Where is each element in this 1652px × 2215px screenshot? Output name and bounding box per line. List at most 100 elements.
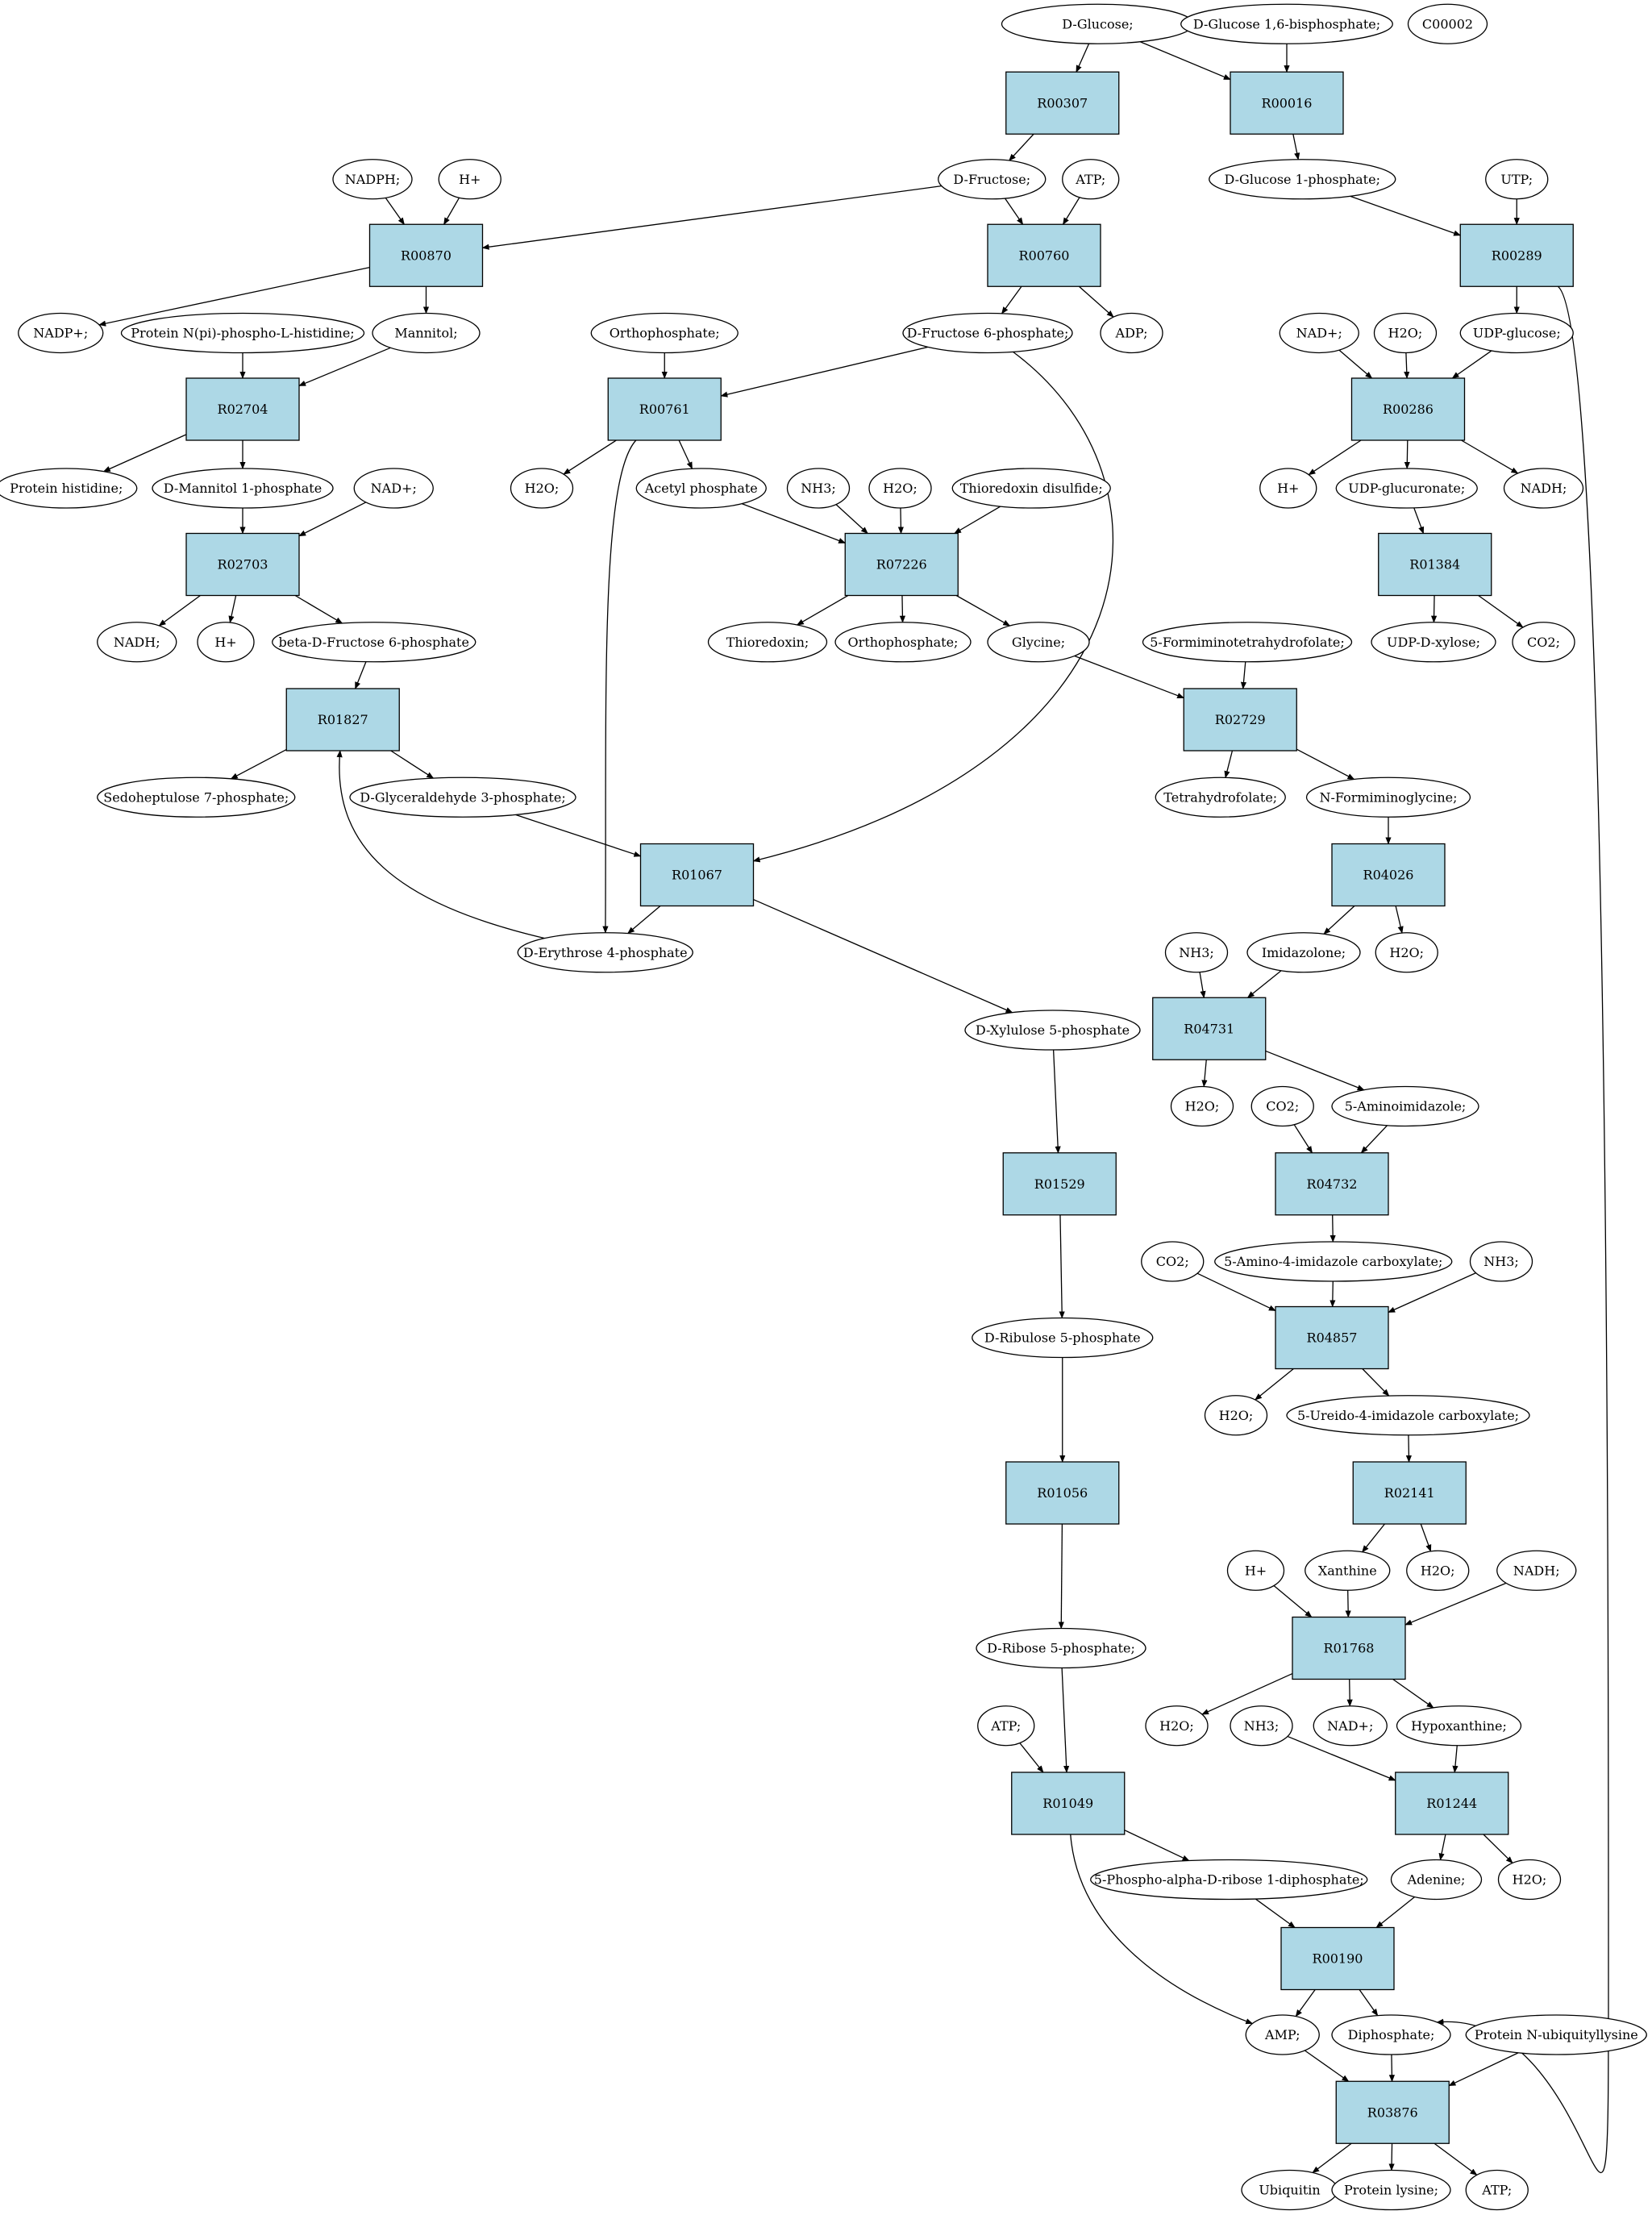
reaction-r04857[interactable]: R04857 [1275, 1305, 1389, 1370]
compound-ubiquitin[interactable]: Ubiquitin [1241, 2169, 1338, 2211]
compound-sedoheptulose-7p[interactable]: Sedoheptulose 7-phosphate; [97, 776, 296, 818]
compound-co2-1[interactable]: CO2; [1512, 622, 1575, 663]
compound-co2-3[interactable]: CO2; [1141, 1241, 1205, 1282]
compound-h2o-8[interactable]: H2O; [1145, 1705, 1209, 1747]
compound-h-plus-3[interactable]: H+ [197, 622, 255, 663]
reaction-r01056[interactable]: R01056 [1005, 1461, 1120, 1525]
compound-udp-glucuronate[interactable]: UDP-glucuronate; [1335, 468, 1478, 509]
reaction-r07226[interactable]: R07226 [844, 532, 959, 597]
compound-nh3-2[interactable]: NH3; [1164, 932, 1229, 973]
compound-nad-plus-2[interactable]: NAD+; [353, 468, 434, 509]
compound-amino-imidazole-carboxylate[interactable]: 5-Amino-4-imidazole carboxylate; [1214, 1241, 1453, 1282]
compound-nad-plus-1[interactable]: NAD+; [1279, 312, 1359, 354]
compound-nadh-3[interactable]: NADH; [1496, 1550, 1577, 1591]
reaction-r04731[interactable]: R04731 [1152, 997, 1267, 1060]
compound-mannitol[interactable]: Mannitol; [372, 312, 481, 354]
reaction-r01384[interactable]: R01384 [1378, 532, 1492, 597]
reaction-r01049[interactable]: R01049 [1011, 1772, 1126, 1835]
reaction-r00016[interactable]: R00016 [1230, 71, 1344, 135]
reaction-r01768[interactable]: R01768 [1292, 1616, 1406, 1680]
compound-n-formiminoglycine[interactable]: N-Formiminoglycine; [1305, 776, 1471, 818]
compound-beta-d-fructose-6p[interactable]: beta-D-Fructose 6-phosphate [272, 622, 476, 663]
reaction-r00760[interactable]: R00760 [987, 223, 1101, 287]
compound-h-plus-1[interactable]: H+ [438, 159, 501, 200]
compound-d-fructose[interactable]: D-Fructose; [938, 159, 1047, 200]
compound-h2o-5[interactable]: H2O; [1170, 1085, 1234, 1127]
reaction-r02703[interactable]: R02703 [185, 532, 300, 597]
compound-nh3-3[interactable]: NH3; [1469, 1241, 1533, 1282]
compound-protein-lysine[interactable]: Protein lysine; [1331, 2169, 1451, 2211]
reaction-r00286[interactable]: R00286 [1350, 377, 1466, 441]
compound-atp-1[interactable]: ATP; [1062, 159, 1120, 200]
compound-nadph[interactable]: NADPH; [332, 159, 413, 200]
compound-co2-2[interactable]: CO2; [1250, 1085, 1314, 1127]
compound-glycine[interactable]: Glycine; [987, 622, 1090, 663]
compound-h2o-1[interactable]: H2O; [1373, 312, 1438, 354]
compound-adp[interactable]: ADP; [1100, 312, 1163, 354]
compound-atp-3[interactable]: ATP; [1465, 2169, 1529, 2211]
compound-prpp[interactable]: 5-Phospho-alpha-D-ribose 1-diphosphate; [1090, 1859, 1368, 1901]
reaction-r02729[interactable]: R02729 [1183, 688, 1297, 752]
compound-d-glucose-1p[interactable]: D-Glucose 1-phosphate; [1209, 159, 1396, 200]
compound-h2o-7[interactable]: H2O; [1406, 1550, 1470, 1591]
reaction-r00289[interactable]: R00289 [1459, 223, 1574, 287]
reaction-r02704[interactable]: R02704 [185, 377, 300, 441]
compound-acetyl-phosphate[interactable]: Acetyl phosphate [635, 468, 767, 509]
compound-nh3-4[interactable]: NH3; [1230, 1705, 1293, 1747]
compound-udp-glucose[interactable]: UDP-glucose; [1459, 312, 1574, 354]
compound-hypoxanthine[interactable]: Hypoxanthine; [1396, 1705, 1522, 1747]
reaction-r00870[interactable]: R00870 [368, 223, 484, 287]
compound-d-mannitol-1p[interactable]: D-Mannitol 1-phosphate [152, 468, 334, 509]
compound-d-fructose-6p[interactable]: D-Fructose 6-phosphate; [902, 312, 1073, 354]
reaction-r03876[interactable]: R03876 [1335, 2080, 1450, 2144]
compound-tetrahydrofolate[interactable]: Tetrahydrofolate; [1155, 776, 1286, 818]
compound-formiminotetrahydrofolate[interactable]: 5-Formiminotetrahydrofolate; [1142, 622, 1353, 663]
compound-thioredoxin-disulfide[interactable]: Thioredoxin disulfide; [951, 468, 1111, 509]
compound-nadp-plus[interactable]: NADP+; [18, 312, 104, 354]
reaction-r01529[interactable]: R01529 [1002, 1152, 1117, 1216]
compound-c00002[interactable]: C00002 [1407, 3, 1488, 44]
compound-d-xylulose-5p[interactable]: D-Xylulose 5-phosphate [964, 1010, 1141, 1051]
compound-h2o-9[interactable]: H2O; [1497, 1859, 1562, 1901]
compound-nad-plus-3[interactable]: NAD+; [1313, 1705, 1388, 1747]
compound-utp[interactable]: UTP; [1485, 159, 1549, 200]
compound-atp-2[interactable]: ATP; [977, 1705, 1035, 1747]
reaction-r00761[interactable]: R00761 [607, 377, 722, 441]
compound-ureido-imidazole-carboxylate[interactable]: 5-Ureido-4-imidazole carboxylate; [1286, 1395, 1530, 1436]
compound-d-glyceraldehyde-3p[interactable]: D-Glyceraldehyde 3-phosphate; [349, 776, 576, 818]
compound-h2o-4[interactable]: H2O; [1375, 932, 1438, 973]
compound-aminoimidazole[interactable]: 5-Aminoimidazole; [1331, 1085, 1479, 1127]
compound-h-plus-2[interactable]: H+ [1259, 468, 1317, 509]
compound-d-glucose-16bp[interactable]: D-Glucose 1,6-bisphosphate; [1180, 3, 1393, 44]
compound-nadh-2[interactable]: NADH; [97, 622, 177, 663]
reaction-r00307[interactable]: R00307 [1005, 71, 1120, 135]
reaction-r01067[interactable]: R01067 [639, 843, 755, 907]
compound-diphosphate[interactable]: Diphosphate; [1331, 2014, 1451, 2055]
compound-d-glucose[interactable]: D-Glucose; [1001, 3, 1195, 44]
compound-xanthine[interactable]: Xanthine [1305, 1550, 1391, 1591]
compound-udp-d-xylose[interactable]: UDP-D-xylose; [1371, 622, 1496, 663]
reaction-r01244[interactable]: R01244 [1395, 1772, 1509, 1835]
compound-nh3-1[interactable]: NH3; [786, 468, 851, 509]
reaction-r04026[interactable]: R04026 [1331, 843, 1446, 907]
compound-h2o-6[interactable]: H2O; [1204, 1395, 1268, 1436]
compound-amp[interactable]: AMP; [1245, 2014, 1320, 2055]
compound-protein-n-ubiquityllysine[interactable]: Protein N-ubiquityllysine [1465, 2014, 1647, 2055]
reaction-r01827[interactable]: R01827 [285, 688, 400, 752]
compound-h2o-2[interactable]: H2O; [510, 468, 574, 509]
compound-protein-npi[interactable]: Protein N(pi)-phospho-L-histidine; [120, 312, 365, 354]
compound-protein-histidine[interactable]: Protein histidine; [0, 468, 138, 509]
compound-h-plus-4[interactable]: H+ [1226, 1550, 1285, 1591]
compound-nadh-1[interactable]: NADH; [1503, 468, 1584, 509]
compound-adenine[interactable]: Adenine; [1390, 1859, 1483, 1901]
reaction-r04732[interactable]: R04732 [1275, 1152, 1389, 1216]
reaction-r00190[interactable]: R00190 [1280, 1926, 1395, 1991]
compound-orthophosphate-1[interactable]: Orthophosphate; [590, 312, 739, 354]
compound-d-erythrose-4p[interactable]: D-Erythrose 4-phosphate [517, 932, 693, 973]
compound-h2o-3[interactable]: H2O; [868, 468, 932, 509]
compound-d-ribose-5p[interactable]: D-Ribose 5-phosphate; [976, 1627, 1146, 1669]
compound-thioredoxin[interactable]: Thioredoxin; [707, 622, 828, 663]
reaction-r02141[interactable]: R02141 [1352, 1461, 1467, 1525]
compound-orthophosphate-2[interactable]: Orthophosphate; [834, 622, 972, 663]
compound-d-ribulose-5p[interactable]: D-Ribulose 5-phosphate [972, 1317, 1154, 1359]
